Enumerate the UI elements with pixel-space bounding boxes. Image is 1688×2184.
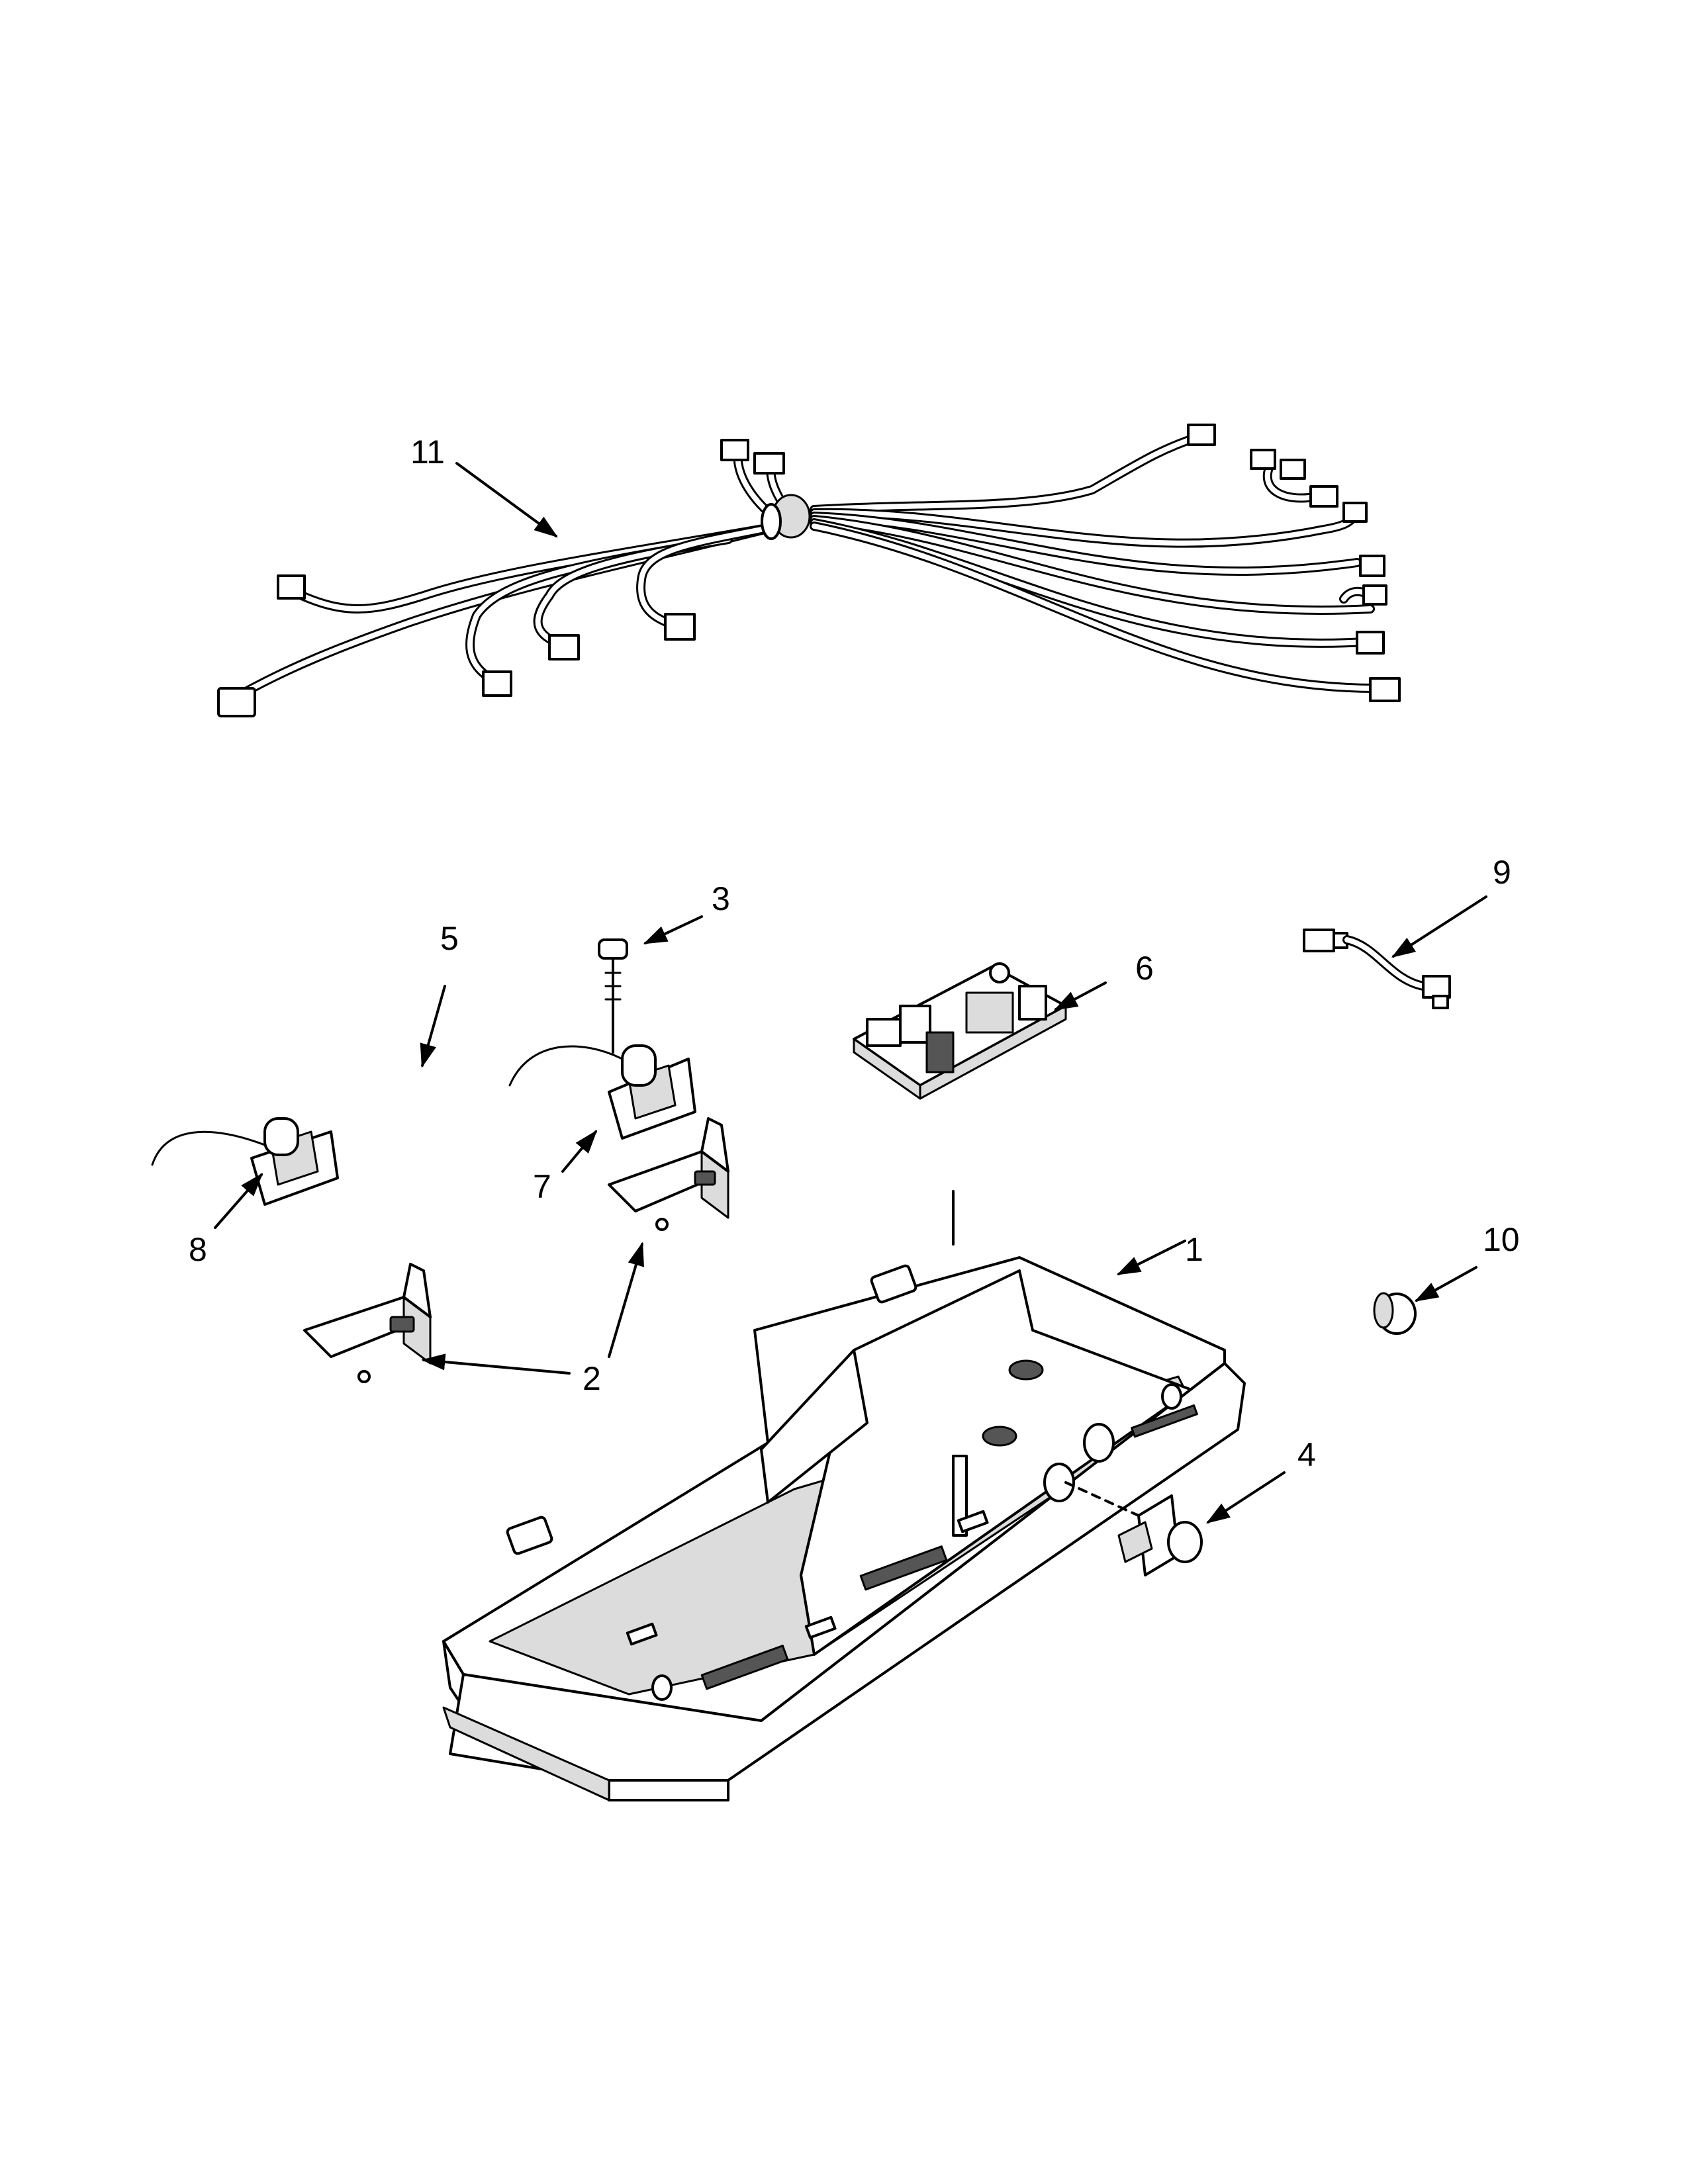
callout-2: 2 [583, 1360, 601, 1397]
screw [598, 938, 628, 1054]
callout-3: 3 [712, 880, 730, 917]
callout-6: 6 [1135, 950, 1154, 987]
callout-labels: 1 2 3 4 5 6 7 8 9 10 11 [189, 433, 1520, 1473]
tube [264, 1052, 484, 1126]
wire-harness [217, 424, 1401, 717]
thermostat-left [151, 1117, 339, 1206]
plug [1373, 1292, 1417, 1335]
control-board [853, 962, 1067, 1246]
callout-1: 1 [1185, 1231, 1203, 1268]
callout-7: 7 [533, 1168, 551, 1205]
bracket-upper [608, 1117, 729, 1231]
callout-10: 10 [1483, 1221, 1520, 1258]
bracket-lower [303, 1263, 432, 1383]
callout-4: 4 [1297, 1436, 1316, 1473]
callout-8: 8 [189, 1231, 207, 1268]
callout-5: 5 [440, 920, 459, 957]
leader-arrows [214, 462, 1487, 1524]
control-housing [442, 1256, 1246, 1801]
callout-11: 11 [410, 433, 445, 471]
wire-lead [1303, 929, 1451, 1009]
thermostat-center [508, 1044, 696, 1140]
lamp-socket [1064, 1481, 1203, 1576]
callout-9: 9 [1493, 854, 1511, 891]
